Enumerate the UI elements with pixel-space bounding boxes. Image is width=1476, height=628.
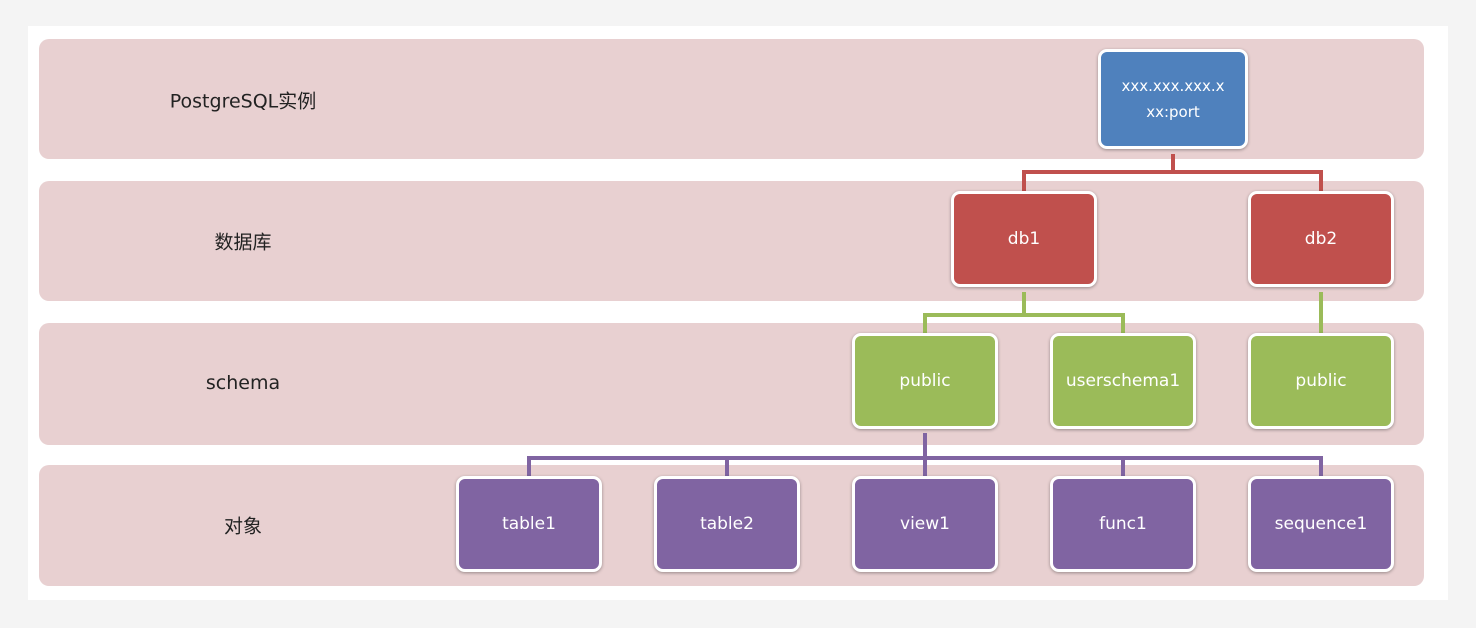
link-instance-db2 [1173,170,1323,191]
node-instance: xxx.xxx.xxx.x xx:port [1098,49,1248,149]
layer-label-database: 数据库 [214,231,272,254]
node-object-func1: func1 [1050,476,1196,572]
link-db1-public [923,292,1026,333]
link-instance-db1 [1022,154,1175,191]
node-object-table2: table2 [654,476,800,572]
layer-label-schema: schema [205,372,281,394]
node-instance-line1: xxx.xxx.xxx.x [1121,77,1225,95]
link-public-func1 [925,456,1323,476]
layer-label-object: 对象 [223,515,263,538]
node-object-table1: table1 [456,476,602,572]
node-schema-userschema1: userschema1 [1050,333,1196,429]
node-db1: db1 [951,191,1097,287]
layer-band-database [39,181,1424,301]
node-db2: db2 [1248,191,1394,287]
node-schema-public-db2: public [1248,333,1394,429]
node-instance-line2: xx:port [1146,103,1200,121]
node-object-sequence1: sequence1 [1248,476,1394,572]
connector-lines [527,154,1323,476]
node-object-view1: view1 [852,476,998,572]
node-schema-public-db1: public [852,333,998,429]
diagram-canvas: PostgreSQL实例 数据库 schema 对象 xxx.xxx.xxx.x… [28,26,1448,600]
layer-label-instance: PostgreSQL实例 [169,90,317,113]
link-db1-userschema1 [1024,313,1125,333]
